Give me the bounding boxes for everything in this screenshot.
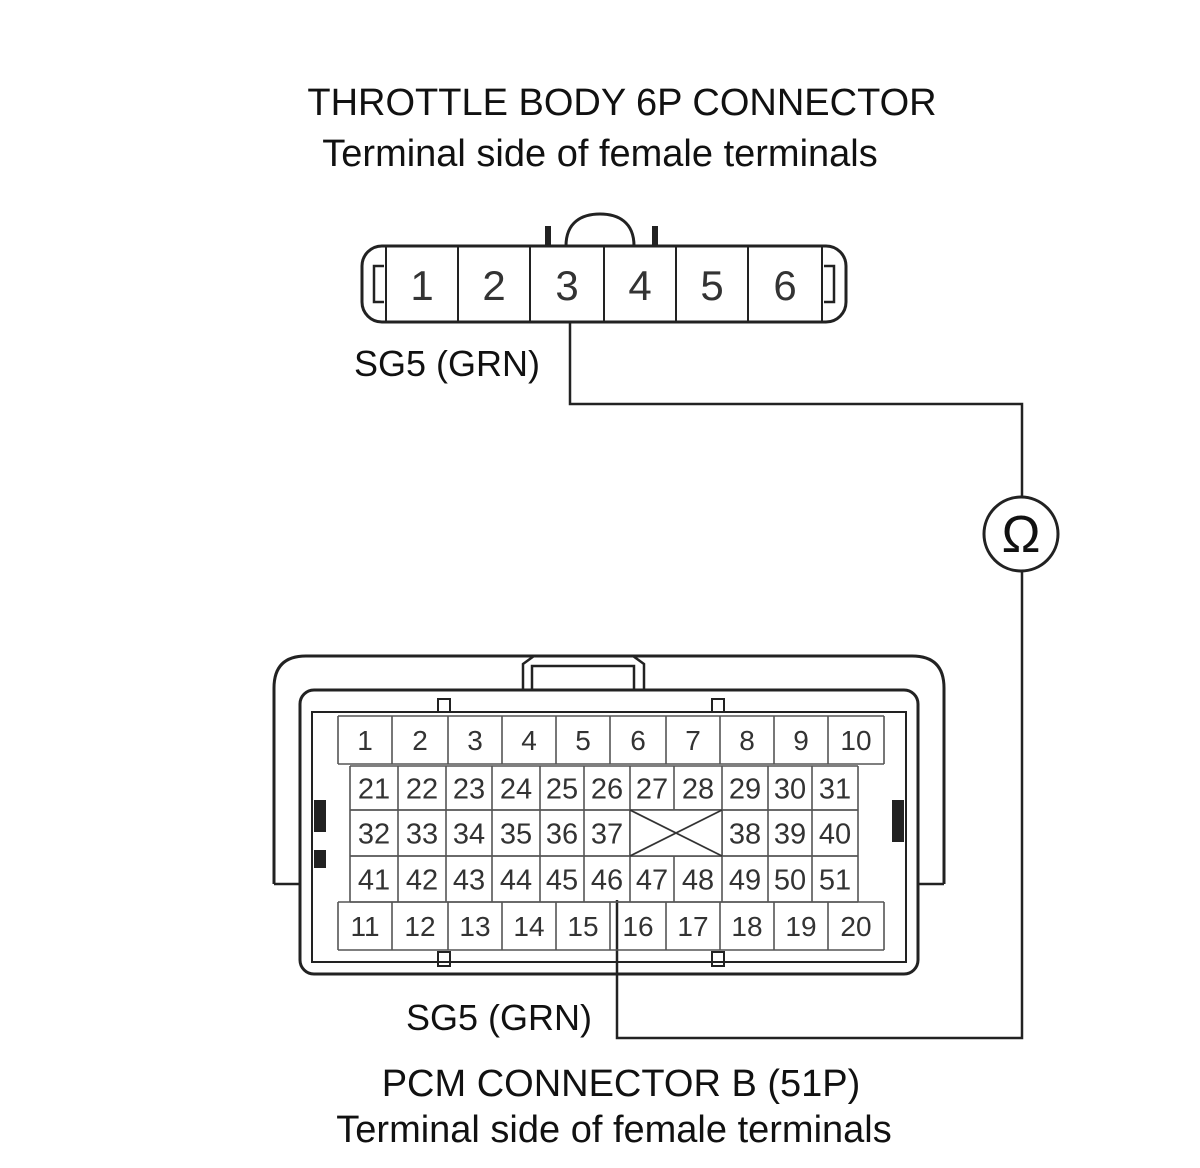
pcm-pin-8: 8 <box>739 725 755 756</box>
pcm-pin-2: 2 <box>412 725 428 756</box>
pcm-pin-48: 48 <box>682 864 714 896</box>
pcm-pin-3: 3 <box>467 725 483 756</box>
pcm-pin-26: 26 <box>591 773 623 805</box>
pcm-pin-36: 36 <box>546 818 578 850</box>
pcm-pin-9: 9 <box>793 725 809 756</box>
throttle-pin-labels: 1 2 3 4 5 6 <box>410 262 796 309</box>
throttle-connector-title: THROTTLE BODY 6P CONNECTOR <box>307 82 936 124</box>
pcm-pin-40: 40 <box>819 818 851 850</box>
pcm-pin-20: 20 <box>840 911 871 942</box>
pcm-pin-12: 12 <box>404 911 435 942</box>
throttle-pin-6: 6 <box>773 262 796 309</box>
pcm-pin-32: 32 <box>358 818 390 850</box>
pcm-pin-28: 28 <box>682 773 714 805</box>
pcm-pin-17: 17 <box>677 911 708 942</box>
throttle-pin-2: 2 <box>482 262 505 309</box>
pcm-connector-subtitle: Terminal side of female terminals <box>336 1109 891 1151</box>
pcm-connector-body <box>272 654 946 976</box>
throttle-connector-body <box>360 212 848 324</box>
pcm-pin-39: 39 <box>774 818 806 850</box>
pcm-pin-34: 34 <box>453 818 485 850</box>
pcm-pin-31: 31 <box>819 773 851 805</box>
pcm-pin-30: 30 <box>774 773 806 805</box>
pcm-pin-27: 27 <box>636 773 668 805</box>
pcm-pin-37: 37 <box>591 818 623 850</box>
pcm-pin-10: 10 <box>840 725 871 756</box>
ohm-icon: Ω <box>1002 506 1041 564</box>
throttle-connector-subtitle: Terminal side of female terminals <box>322 133 877 175</box>
pcm-pin-19: 19 <box>785 911 816 942</box>
pcm-pin-44: 44 <box>500 864 532 896</box>
pcm-pin-43: 43 <box>453 864 485 896</box>
unused-cavity-mark <box>629 809 723 857</box>
pcm-pin-33: 33 <box>406 818 438 850</box>
pcm-pin-25: 25 <box>546 773 578 805</box>
pcm-pin-7: 7 <box>685 725 701 756</box>
pcm-pin-24: 24 <box>500 773 532 805</box>
ohmmeter-symbol <box>982 495 1060 573</box>
pcm-pin-35: 35 <box>500 818 532 850</box>
pcm-pin-50: 50 <box>774 864 806 896</box>
pcm-pin-11: 11 <box>350 911 379 942</box>
pcm-pin-42: 42 <box>406 864 438 896</box>
pcm-pin-15: 15 <box>567 911 598 942</box>
pcm-pin-22: 22 <box>406 773 438 805</box>
pcm-pin-47: 47 <box>636 864 668 896</box>
pcm-pin-29: 29 <box>729 773 761 805</box>
pcm-pin-41: 41 <box>358 864 390 896</box>
pcm-pin-21: 21 <box>358 773 390 805</box>
throttle-pin-3: 3 <box>555 262 578 309</box>
pcm-pin-4: 4 <box>521 725 537 756</box>
wire-upper <box>568 322 1024 496</box>
wire-lower <box>615 572 1024 1040</box>
pcm-pin-13: 13 <box>459 911 490 942</box>
throttle-pin-5: 5 <box>700 262 723 309</box>
pcm-pin-1: 1 <box>357 725 373 756</box>
pcm-pin-16: 16 <box>622 911 653 942</box>
pcm-pin-46: 46 <box>591 864 623 896</box>
pcm-pin-51: 51 <box>819 864 851 896</box>
pcm-pin-5: 5 <box>575 725 591 756</box>
pcm-pin-49: 49 <box>729 864 761 896</box>
throttle-pin-1: 1 <box>410 262 433 309</box>
pcm-pin-45: 45 <box>546 864 578 896</box>
pcm-pin-6: 6 <box>630 725 646 756</box>
pcm-pin-18: 18 <box>731 911 762 942</box>
pcm-wire-label: SG5 (GRN) <box>406 997 592 1038</box>
pcm-pin-14: 14 <box>513 911 544 942</box>
throttle-wire-label: SG5 (GRN) <box>354 343 540 384</box>
pcm-pin-23: 23 <box>453 773 485 805</box>
pcm-connector-title: PCM CONNECTOR B (51P) <box>382 1063 861 1105</box>
throttle-pin-4: 4 <box>628 262 651 309</box>
pcm-pin-38: 38 <box>729 818 761 850</box>
